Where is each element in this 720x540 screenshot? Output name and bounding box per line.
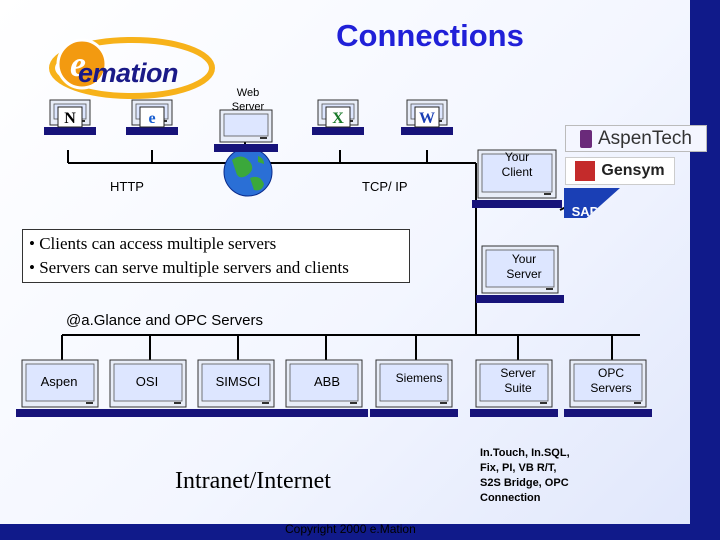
copyright: Copyright 2000 e.Mation [285, 522, 416, 536]
http-label: HTTP [110, 179, 144, 194]
server-label-abb: ABB [313, 374, 340, 389]
server-label-osi: OSI [135, 374, 159, 389]
bullet-2: Servers can serve multiple servers and c… [29, 256, 409, 280]
client-computer-1: N [44, 99, 96, 135]
svg-text:e: e [148, 110, 155, 127]
server-computer-simsci [192, 359, 280, 417]
your-server-label: Your Server [506, 252, 542, 281]
server-label-opc: OPC Servers [590, 366, 632, 395]
page-title: Connections [336, 18, 524, 53]
slide-frame-right [690, 0, 720, 540]
svg-text:N: N [64, 110, 76, 127]
server-suite-description: In.Touch, In.SQL, Fix, PI, VB R/T, S2S B… [480, 447, 570, 504]
your-client-computer [472, 149, 562, 208]
server-computer-siemens [370, 359, 458, 417]
client-computer-2: e [126, 99, 178, 135]
client-computer-4: W [401, 99, 453, 135]
server-label-siemens: Siemens [395, 371, 443, 385]
globe-icon [223, 147, 273, 197]
server-computer-server-suite [470, 359, 558, 417]
server-label-suite: Server Suite [500, 366, 536, 395]
gensym-text: Gensym [601, 162, 665, 179]
netscape-icon: N [57, 106, 83, 128]
tcpip-label: TCP/ IP [362, 179, 408, 194]
intranet-label: Intranet/Internet [175, 468, 331, 494]
svg-text:W: W [419, 110, 435, 127]
logo-text: emation [78, 58, 179, 88]
logo-e-glyph: e [70, 44, 86, 84]
word-icon: W [414, 106, 440, 128]
logo-e-circle [56, 38, 108, 90]
bullet-1: Clients can access multiple servers [29, 232, 409, 256]
emation-logo: e [49, 37, 215, 99]
aspentech-icon [579, 129, 592, 148]
server-label-aspen: Aspen [40, 374, 78, 389]
server-computer-abb [280, 359, 368, 417]
your-server-computer [476, 245, 564, 303]
svg-text:X: X [332, 110, 344, 127]
server-label-simsci: SIMSCI [215, 374, 261, 389]
web-server-label: Web Server [231, 87, 265, 113]
client-computer-3: X [312, 99, 364, 135]
web-server-computer [214, 109, 278, 152]
gensym-icon [575, 161, 596, 181]
excel-icon: X [325, 106, 351, 128]
bullet-box: Clients can access multiple servers Serv… [22, 229, 410, 283]
gensym-logo: Gensym [565, 157, 675, 185]
aspentech-text: AspenTech [597, 127, 692, 149]
server-computer-osi [104, 359, 192, 417]
your-client-label: Your Client [501, 150, 533, 179]
aspentech-logo: AspenTech [565, 125, 707, 152]
server-computer-aspen [16, 359, 104, 417]
servers-heading: @a.Glance and OPC Servers [66, 312, 263, 329]
logo-swoosh [49, 37, 215, 99]
server-computer-opc-servers [564, 359, 652, 417]
slide-frame-bottom [0, 524, 720, 540]
internet-explorer-icon: e [139, 106, 165, 128]
